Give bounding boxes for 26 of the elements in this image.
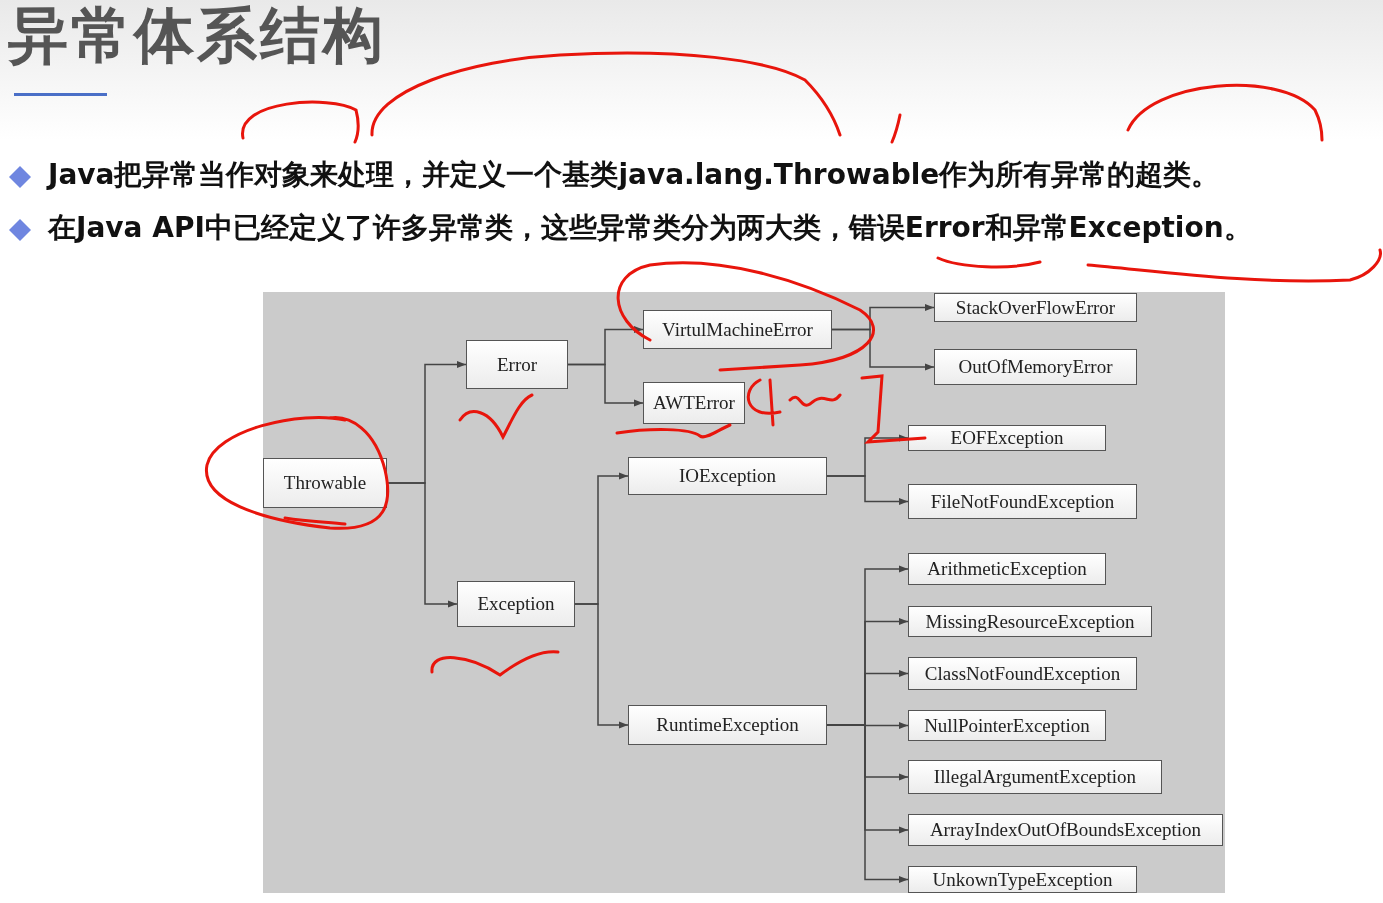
class-box: MissingResourceException — [908, 606, 1152, 637]
connector-arrow — [826, 475, 909, 506]
class-box: Error — [466, 340, 568, 389]
class-box: AWTError — [643, 382, 745, 424]
class-box: ClassNotFoundException — [908, 657, 1137, 690]
connector-arrow — [574, 603, 629, 729]
class-box: Throwable — [263, 458, 387, 508]
class-box: UnkownTypeException — [908, 866, 1137, 893]
class-box: IllegalArgumentException — [908, 760, 1162, 794]
connector-arrow — [567, 363, 644, 407]
slide-title: 异常体系结构 — [8, 0, 386, 72]
class-box: RuntimeException — [628, 705, 827, 745]
connector-arrow — [831, 328, 935, 371]
class-box: NullPointerException — [908, 710, 1106, 741]
bullet-text: Java把异常当作对象来处理，并定义一个基类java.lang.Throwable作为所有异常的超类。 — [48, 157, 1220, 193]
class-box: FileNotFoundException — [908, 484, 1137, 519]
class-box: StackOverFlowError — [934, 293, 1137, 322]
connector-arrow — [386, 482, 458, 608]
class-box: OutOfMemoryError — [934, 349, 1137, 385]
class-box: IOException — [628, 457, 827, 495]
class-box: ArithmeticException — [908, 553, 1106, 585]
bullet-text: 在Java API中已经定义了许多异常类，这些异常类分为两大类，错误Error和异常Exception。 — [48, 210, 1252, 246]
class-box: ArrayIndexOutOfBoundsException — [908, 814, 1223, 846]
class-box: VirtulMachineError — [643, 310, 832, 349]
class-box: EOFException — [908, 425, 1106, 451]
class-box: Exception — [457, 581, 575, 627]
